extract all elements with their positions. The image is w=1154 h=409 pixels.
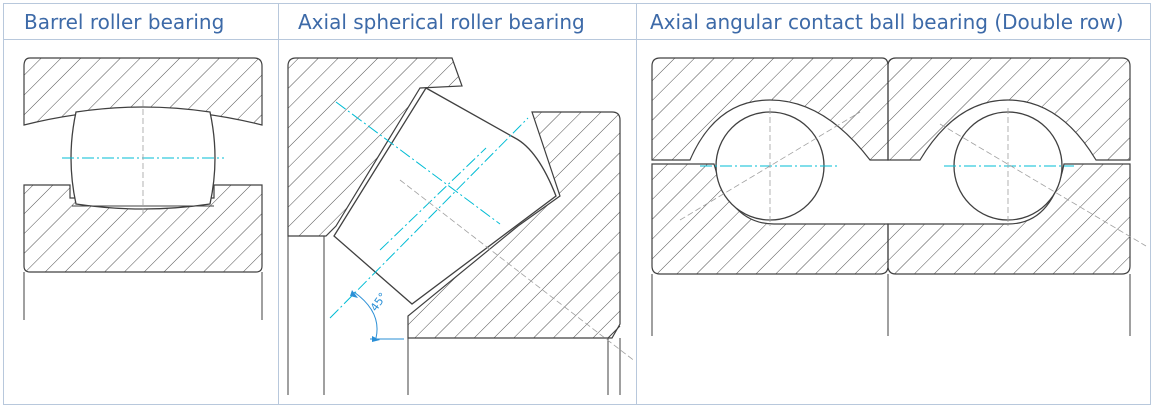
contact-angle-label: 45° (368, 290, 390, 313)
housing-washer (287, 57, 463, 237)
shaft-outline (23, 272, 263, 320)
frame-lines (287, 236, 621, 395)
contact-angle-dimension: 45° (350, 290, 404, 342)
header-divider (3, 39, 1151, 40)
barrel-roller-bearing-drawing (23, 57, 263, 320)
frame-lines (651, 274, 1131, 336)
panel-title-axial-spherical-roller: Axial spherical roller bearing (298, 10, 585, 34)
upper-left-washer (651, 57, 889, 161)
panel-divider-2 (636, 3, 637, 405)
shaft-washer (407, 111, 621, 339)
axial-spherical-roller-bearing-drawing: 45° (287, 57, 635, 395)
inner-ring (23, 184, 263, 273)
upper-right-washer (887, 57, 1131, 161)
panel-title-barrel-roller: Barrel roller bearing (24, 10, 225, 34)
spherical-roller (333, 87, 557, 305)
panel-divider-1 (278, 3, 279, 405)
pressure-lines (679, 108, 1147, 247)
centerlines (329, 101, 529, 319)
axial-angular-contact-ball-bearing-drawing (651, 57, 1147, 336)
pressure-line (399, 179, 635, 362)
lower-right-washer (887, 163, 1131, 275)
panel-title-axial-angular-contact-ball: Axial angular contact ball bearing (Doub… (650, 10, 1124, 34)
figure-frame (3, 3, 1151, 405)
